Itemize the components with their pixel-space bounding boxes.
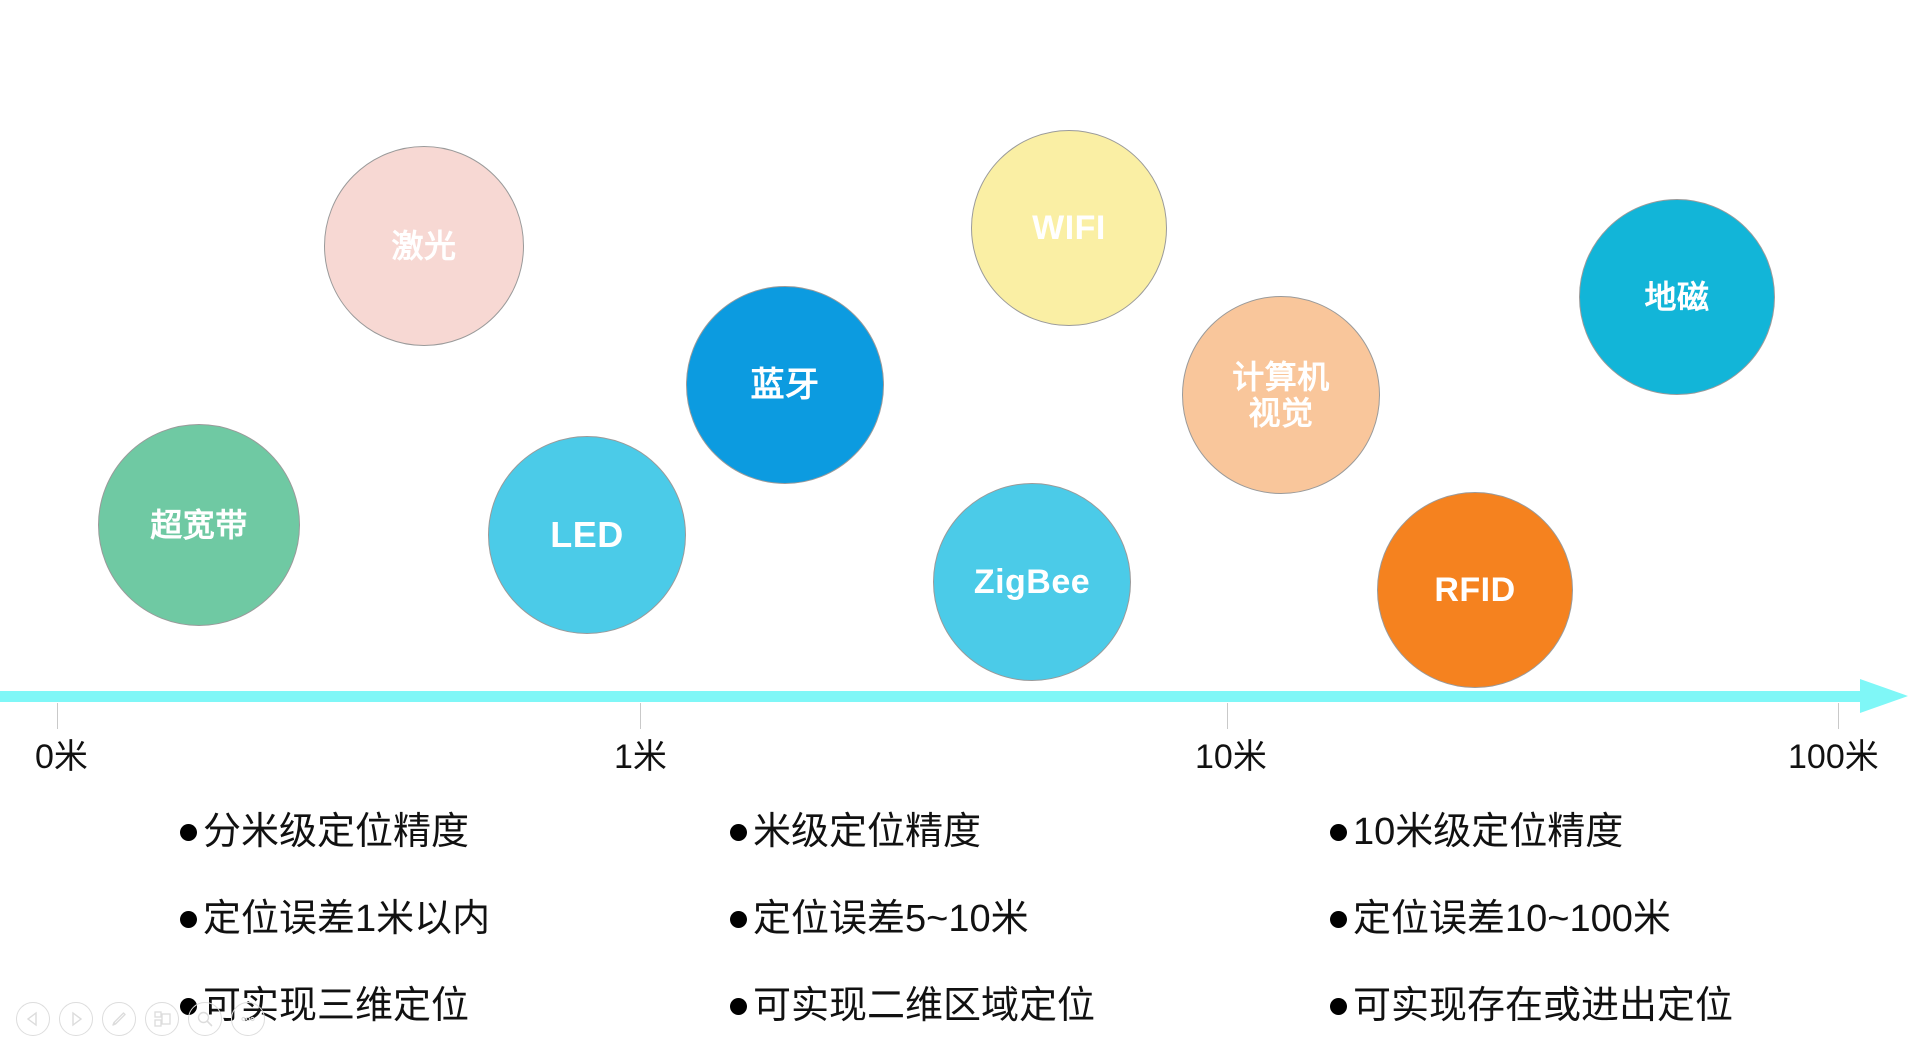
- bubble-label: 地磁: [1644, 278, 1710, 315]
- bullet-dot-icon: [1330, 911, 1347, 928]
- bubble-4: 蓝牙: [686, 286, 884, 484]
- axis-tick-label: 100米: [1788, 738, 1879, 776]
- ellipsis-icon: [238, 1009, 258, 1029]
- bubble-3: LED: [488, 436, 686, 634]
- bullet-dot-icon: [180, 911, 197, 928]
- bubble-label: 蓝牙: [750, 365, 820, 404]
- bullet-item-text: 10米级定位精度: [1353, 811, 1624, 853]
- bullet-dot-icon: [1330, 998, 1347, 1015]
- bullet-dot-icon: [730, 998, 747, 1015]
- bullet-item-text: 可实现存在或进出定位: [1353, 985, 1734, 1027]
- bubble-5: WIFI: [971, 130, 1167, 326]
- bubble-label: ZigBee: [973, 562, 1091, 601]
- bubble-label: LED: [550, 514, 624, 556]
- bullet-item-text: 定位误差1米以内: [203, 898, 491, 940]
- bullet-item: 分米级定位精度: [180, 800, 490, 855]
- axis-line: [0, 691, 1870, 702]
- grid-slides-icon: [152, 1009, 172, 1029]
- slideshow-toolbar: [16, 1002, 265, 1036]
- bubble-label: 计算机 视觉: [1232, 358, 1330, 431]
- axis-tick-label: 1米: [614, 738, 667, 776]
- bullet-item: 定位误差5~10米: [730, 887, 1095, 942]
- bullet-item-text: 可实现二维区域定位: [753, 985, 1096, 1027]
- axis-arrowhead-icon: [1860, 679, 1908, 713]
- bullet-item-text: 米级定位精度: [753, 811, 982, 853]
- bubble-label: 激光: [391, 227, 457, 264]
- bubble-label: 超宽带: [150, 506, 248, 543]
- pen-icon: [109, 1009, 129, 1029]
- bubble-7: 计算机 视觉: [1182, 296, 1380, 494]
- bullet-item: 定位误差1米以内: [180, 887, 490, 942]
- zoom-button[interactable]: [188, 1002, 222, 1036]
- triangle-left-icon: [24, 1010, 42, 1028]
- triangle-right-icon: [67, 1010, 85, 1028]
- next-slide-button[interactable]: [59, 1002, 93, 1036]
- bubble-1: 超宽带: [98, 424, 300, 626]
- bullet-item: 可实现存在或进出定位: [1330, 974, 1733, 1029]
- pen-annotate-button[interactable]: [102, 1002, 136, 1036]
- bubble-label: RFID: [1434, 570, 1516, 609]
- bullet-item: 10米级定位精度: [1330, 800, 1733, 855]
- bullet-dot-icon: [180, 824, 197, 841]
- bullet-column-1: 分米级定位精度定位误差1米以内可实现三维定位: [180, 800, 490, 1038]
- bullet-column-3: 10米级定位精度定位误差10~100米可实现存在或进出定位: [1330, 800, 1733, 1038]
- bullet-item: 定位误差10~100米: [1330, 887, 1733, 942]
- bullet-dot-icon: [730, 824, 747, 841]
- previous-slide-button[interactable]: [16, 1002, 50, 1036]
- bubble-2: 激光: [324, 146, 524, 346]
- bullet-item-text: 定位误差10~100米: [1353, 898, 1671, 940]
- bubble-8: RFID: [1377, 492, 1573, 688]
- bubble-label: WIFI: [1032, 208, 1106, 247]
- axis-tick-mark: [640, 703, 641, 729]
- bullet-column-2: 米级定位精度定位误差5~10米可实现二维区域定位: [730, 800, 1095, 1038]
- magnifier-icon: [195, 1009, 215, 1029]
- bubble-6: ZigBee: [933, 483, 1131, 681]
- bullet-item-text: 分米级定位精度: [203, 811, 470, 853]
- more-options-button[interactable]: [231, 1002, 265, 1036]
- bullet-dot-icon: [1330, 824, 1347, 841]
- axis-tick-label: 10米: [1195, 738, 1267, 776]
- axis-tick-mark: [1227, 703, 1228, 729]
- bullet-item-text: 定位误差5~10米: [753, 898, 1029, 940]
- bubble-9: 地磁: [1579, 199, 1775, 395]
- axis-tick-mark: [57, 703, 58, 729]
- axis-tick-mark: [1838, 703, 1839, 729]
- bullet-item: 可实现二维区域定位: [730, 974, 1095, 1029]
- bullet-item: 米级定位精度: [730, 800, 1095, 855]
- bullet-dot-icon: [730, 911, 747, 928]
- slide-overview-button[interactable]: [145, 1002, 179, 1036]
- axis-tick-label: 0米: [35, 738, 88, 776]
